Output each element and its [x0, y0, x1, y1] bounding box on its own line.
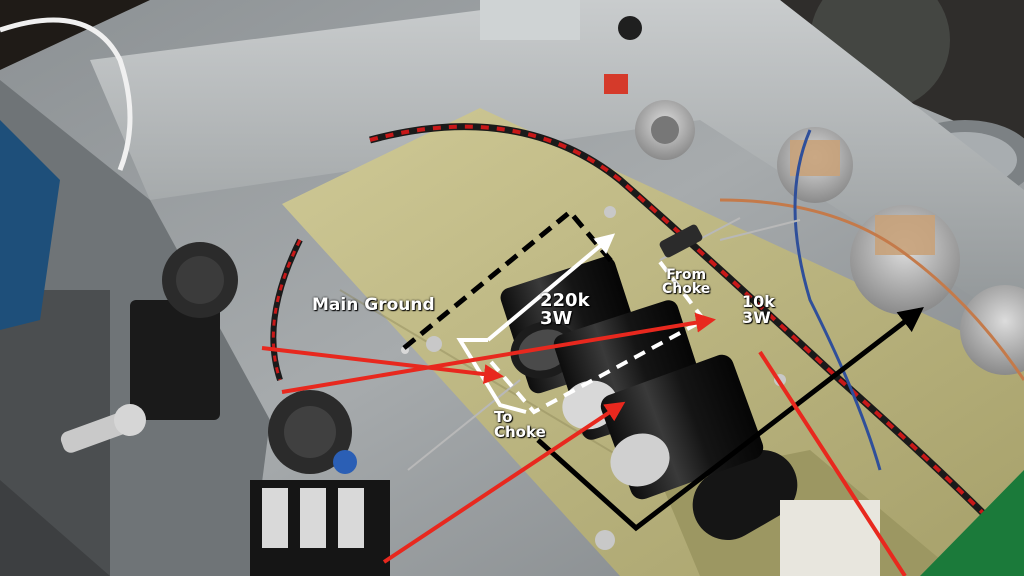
blue-component [0, 120, 60, 330]
ground-screw [426, 336, 442, 352]
dashed-white-outline [484, 260, 708, 415]
chassis-back-wall [90, 0, 1024, 330]
dashed-black-outline [402, 208, 614, 350]
red-switch [604, 74, 628, 94]
red-arrow-2 [281, 312, 716, 394]
label-10k-3w: 10k 3W [742, 292, 775, 327]
green-pcb [920, 470, 1024, 576]
label-220k-3w: 220k 3W [540, 290, 590, 329]
capacitor-small [692, 450, 798, 540]
red-arrow-1 [261, 346, 504, 385]
label-main-ground: Main Ground [312, 295, 435, 315]
label-from-choke: From Choke [662, 267, 711, 297]
white-arrow [486, 233, 616, 342]
pot-4 [960, 285, 1024, 375]
output-jack-block [130, 300, 220, 420]
label-to-choke: To Choke [494, 408, 546, 441]
red-line-4 [758, 350, 907, 576]
corner-dark [0, 0, 150, 70]
red-arrow-3 [382, 401, 626, 564]
black-arrow [536, 306, 924, 532]
diode [659, 224, 703, 258]
